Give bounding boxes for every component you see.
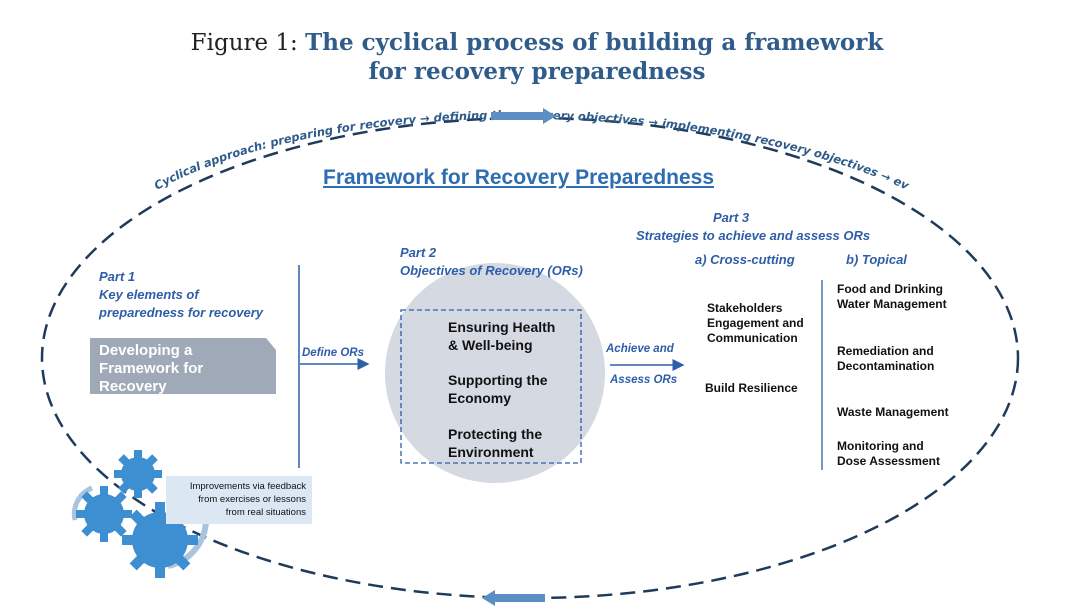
part1-title-line2: preparedness for recovery [99,305,264,320]
objective-environment: Protecting the Environment [448,425,542,461]
waste-item: Waste Management [837,405,949,419]
objective-environment-line1: Protecting the [448,426,543,442]
food-water-line1: Food and Drinking [837,282,943,296]
objectives-circle [385,263,605,483]
framework-title: Framework for Recovery Preparedness [323,166,715,189]
monitoring-item: Monitoring and Dose Assessment [837,439,940,469]
topical-header: b) Topical [846,252,907,267]
part1-label: Part 1 [99,269,136,284]
stakeholders-item: Stakeholders Engagement and Communicatio… [707,301,804,346]
feedback-box: Improvements via feedback from exercises… [166,476,312,524]
achieve-label-line2: Assess ORs [610,374,678,386]
framework-box-line2: Framework for [99,360,204,377]
figure-prefix: Figure 1: [190,30,298,56]
cycle-text: Cyclical approach: preparing for recover… [0,0,912,193]
framework-box-line3: Recovery [99,378,167,395]
cycle-arrow-top [491,108,556,124]
objective-health-line1: Ensuring Health [448,319,556,335]
objective-economy-line2: Economy [448,390,512,406]
food-water-item: Food and Drinking Water Management [837,282,947,312]
figure-title-line2-wrap: for recovery preparedness [0,57,1074,87]
remediation-line1: Remediation and [837,344,934,358]
crosscutting-header: a) Cross-cutting [695,252,795,267]
food-water-line2: Water Management [837,297,947,311]
stakeholders-line1: Stakeholders [707,301,783,315]
objectives-dashed-box [400,309,582,464]
part3-title: Strategies to achieve and assess ORs [636,228,871,243]
objective-health: Ensuring Health & Well-being [448,318,555,354]
part1-title-line1: Key elements of [99,287,199,302]
gear-arc-1 [167,519,209,569]
achieve-label-line1: Achieve and [606,343,674,355]
gear-arc-2 [71,485,94,521]
figure-title-line2: for recovery preparedness [368,58,706,85]
objective-economy-line1: Supporting the [448,372,548,388]
part2-label: Part 2 [400,245,437,260]
framework-box-label: Developing a Framework for Recovery [99,342,203,396]
monitoring-line2: Dose Assessment [837,454,940,468]
feedback-line2: from exercises or lessons [198,494,306,505]
objective-health-line2: & Well-being [448,337,533,353]
gear-small [114,450,162,498]
part2-title: Objectives of Recovery (ORs) [400,263,583,278]
feedback-line1: Improvements via feedback [189,481,306,492]
figure-title: Figure 1: The cyclical process of buildi… [0,28,1074,58]
figure-title-line1: The cyclical process of building a frame… [305,29,884,56]
part3-label: Part 3 [713,210,750,225]
framework-box-line1: Developing a [99,342,193,359]
framework-box [90,338,276,394]
objective-economy: Supporting the Economy [448,371,548,407]
resilience-item: Build Resilience [705,381,798,395]
objective-environment-line2: Environment [448,444,534,460]
feedback-line3: from real situations [225,507,306,518]
stakeholders-line3: Communication [707,331,798,345]
cycle-arrow-bottom [482,590,545,606]
gears-icon [71,450,209,578]
remediation-line2: Decontamination [837,359,935,373]
stakeholders-line2: Engagement and [707,316,804,330]
monitoring-line1: Monitoring and [837,439,924,453]
define-ors-label: Define ORs [302,347,364,359]
remediation-item: Remediation and Decontamination [837,344,934,374]
gear-medium [76,486,132,542]
